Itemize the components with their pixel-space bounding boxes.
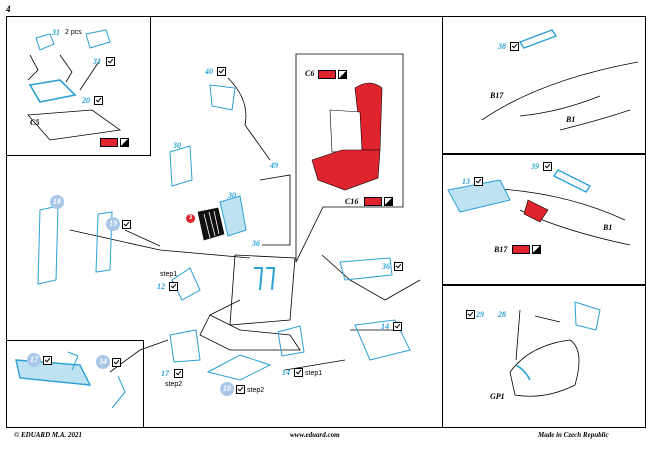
- quantity-label: 2 pcs: [65, 29, 82, 36]
- origin-text: Made in Czech Republic: [538, 431, 609, 439]
- plastic-part-gp1: GP1: [490, 392, 505, 401]
- check-box: [94, 96, 103, 105]
- plastic-marker: 18: [220, 382, 234, 396]
- part-number-31b: 31: [93, 57, 101, 66]
- step-label: step1: [305, 370, 323, 377]
- red-paint-swatch: [318, 70, 347, 79]
- leader-18: [69, 229, 251, 259]
- leader-12: [209, 299, 241, 316]
- part-number-34: 34: [96, 355, 110, 369]
- part-number-17: 17: [161, 369, 169, 378]
- part-number-28: 28: [498, 310, 506, 319]
- part-number-36b: 36: [382, 262, 390, 271]
- red-marker: 3: [186, 214, 195, 223]
- part-3-sketch: [197, 207, 225, 241]
- plastic-marker-18: 18: [50, 195, 64, 209]
- plastic-part-c5: C5: [30, 118, 40, 127]
- part-number-38: 38: [498, 42, 506, 51]
- part-number-39: 39: [531, 162, 539, 171]
- check-box: [43, 356, 52, 365]
- c5-part-sketch: [27, 109, 122, 141]
- check-box: [112, 358, 121, 367]
- part-number-30: 30: [173, 141, 181, 150]
- gp1-sketch: [509, 339, 580, 397]
- red-paint-swatch: [100, 138, 129, 147]
- leader-bl: [109, 339, 169, 373]
- right-top-panel: [442, 16, 646, 155]
- plastic-marker-19: 19: [106, 217, 120, 231]
- right-bottom-panel: [442, 284, 646, 428]
- step-label: step1: [160, 271, 178, 278]
- leader-36b: [321, 254, 421, 301]
- part-number-31: 31: [52, 28, 60, 37]
- part-number-30b: 30: [228, 191, 236, 200]
- part-number-40: 40: [205, 67, 213, 76]
- check-box: [294, 368, 303, 377]
- page-number: 4: [6, 4, 11, 14]
- part-number-36: 36: [252, 239, 260, 248]
- check-box: [474, 177, 483, 186]
- check-box: [543, 162, 552, 171]
- part-number-49: 49: [270, 161, 278, 170]
- top-left-panel: [6, 16, 151, 156]
- part-31-shape: [35, 33, 55, 51]
- red-paint-swatch: [512, 245, 541, 254]
- seat-inset-frame: [295, 53, 404, 263]
- check-box: [466, 310, 475, 319]
- check-box: [174, 369, 183, 378]
- leader-19: [124, 229, 161, 247]
- check-box: [217, 67, 226, 76]
- part-number-14b: 14: [282, 368, 290, 377]
- part-number-12: 12: [157, 282, 165, 291]
- paint-callout-c16: C16: [345, 197, 359, 206]
- check-box: [393, 322, 402, 331]
- main-seat-sketch: [229, 254, 296, 326]
- copyright-text: © EDUARD M.A. 2021: [14, 431, 83, 439]
- check-box: [394, 262, 403, 271]
- check-box: [510, 42, 519, 51]
- fuselage-b1: B1: [566, 115, 576, 124]
- paint-callout-c6: C6: [305, 69, 315, 78]
- step-label: step2: [165, 381, 183, 388]
- step-label: step2: [247, 387, 265, 394]
- fuselage-b1: B1: [603, 223, 613, 232]
- fuselage-b17: B17: [490, 91, 504, 100]
- part-number-13: 13: [462, 177, 470, 186]
- part-number-20: 20: [82, 96, 90, 105]
- check-box: [169, 282, 178, 291]
- right-mid-panel: [442, 153, 646, 286]
- check-box: [236, 385, 245, 394]
- check-box: [122, 220, 131, 229]
- part-number-14: 14: [381, 322, 389, 331]
- check-box: [106, 57, 115, 66]
- website-text: www.eduard.com: [290, 431, 340, 439]
- part-number-29: 29: [476, 310, 484, 319]
- part-number-17: 17: [27, 353, 41, 367]
- red-paint-swatch: [364, 197, 393, 206]
- bottom-left-panel: [6, 340, 144, 428]
- paint-callout-b17: B17: [494, 245, 508, 254]
